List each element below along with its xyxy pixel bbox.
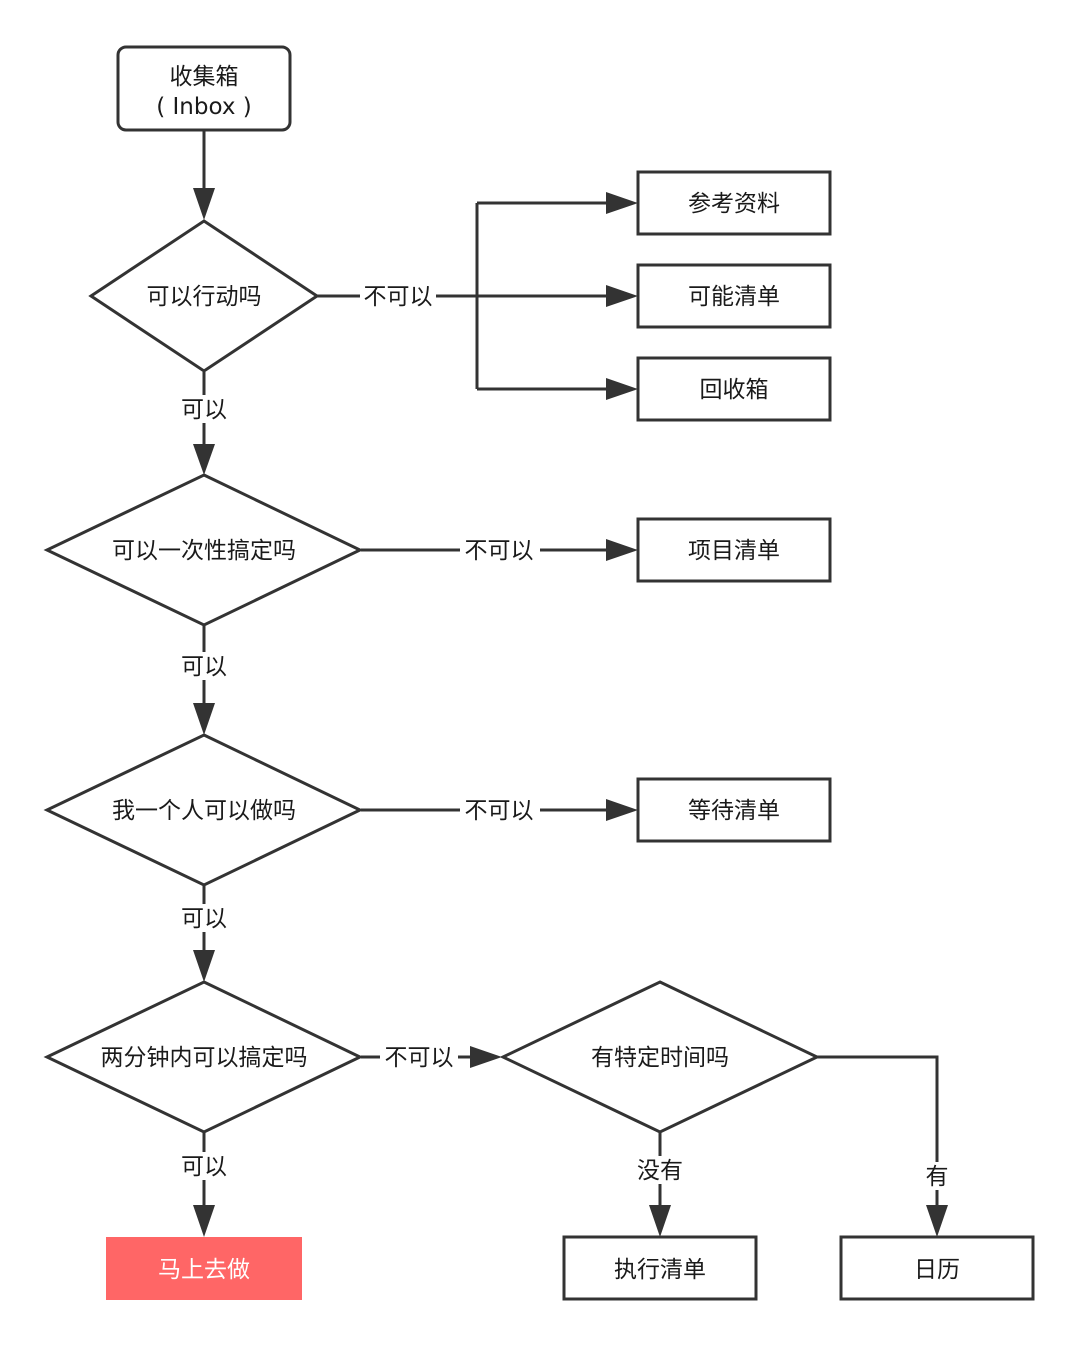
waiting-label: 等待清单 <box>688 798 780 824</box>
specific-time-label: 有特定时间吗 <box>591 1045 729 1071</box>
next-actions-node <box>562 1235 758 1301</box>
edge-label-can-act-yes: 可以 <box>181 397 227 423</box>
can-act-label: 可以行动吗 <box>147 284 262 310</box>
projects-node <box>636 517 832 583</box>
edge-label-two-min-no: 不可以 <box>385 1045 454 1071</box>
arrowhead <box>926 1205 948 1237</box>
arrowhead <box>193 444 215 475</box>
arrowhead <box>470 1046 502 1068</box>
one-shot-label: 可以一次性搞定吗 <box>112 538 296 564</box>
one-shot-decision <box>43 473 364 627</box>
edge-label-one-shot-yes: 可以 <box>181 654 227 680</box>
projects-label: 项目清单 <box>688 538 780 564</box>
edge-label-alone-no: 不可以 <box>465 798 534 824</box>
inbox-title: 收集箱 <box>170 64 239 90</box>
calendar-label: 日历 <box>914 1257 960 1283</box>
trash-node <box>636 356 832 422</box>
arrowhead <box>606 192 638 214</box>
two-min-decision <box>43 980 364 1134</box>
someday-label: 可能清单 <box>688 284 780 310</box>
edge-label-can-act-no: 不可以 <box>364 284 433 310</box>
alone-label: 我一个人可以做吗 <box>112 798 296 824</box>
someday-node <box>636 263 832 329</box>
do-now-node <box>106 1237 302 1300</box>
waiting-node <box>636 777 832 843</box>
calendar-node <box>839 1235 1035 1301</box>
trash-label: 回收箱 <box>700 377 769 403</box>
inbox-node <box>116 45 292 132</box>
next-actions-label: 执行清单 <box>614 1257 706 1283</box>
arrowhead <box>193 188 215 220</box>
alone-decision <box>43 733 364 887</box>
do-now-label: 马上去做 <box>158 1257 250 1283</box>
arrowhead <box>193 1205 215 1237</box>
specific-time-decision <box>499 980 821 1134</box>
edge-label-two-min-yes: 可以 <box>181 1154 227 1180</box>
reference-node <box>636 170 832 236</box>
arrowhead <box>193 703 215 735</box>
edge-time-yes <box>817 1055 939 1205</box>
reference-label: 参考资料 <box>688 191 780 217</box>
inbox-subtitle: ( Inbox ) <box>156 94 252 120</box>
edge-label-alone-yes: 可以 <box>181 906 227 932</box>
arrowhead <box>606 378 638 400</box>
arrowhead <box>649 1205 671 1237</box>
can-act-decision <box>88 219 320 373</box>
arrowhead <box>606 285 638 307</box>
edge-label-time-yes: 有 <box>926 1164 949 1190</box>
two-min-label: 两分钟内可以搞定吗 <box>101 1045 308 1071</box>
arrowhead <box>606 539 638 561</box>
edge-label-one-shot-no: 不可以 <box>465 538 534 564</box>
edge-label-time-no: 没有 <box>637 1158 683 1184</box>
arrowhead <box>193 950 215 982</box>
arrowhead <box>606 799 638 821</box>
